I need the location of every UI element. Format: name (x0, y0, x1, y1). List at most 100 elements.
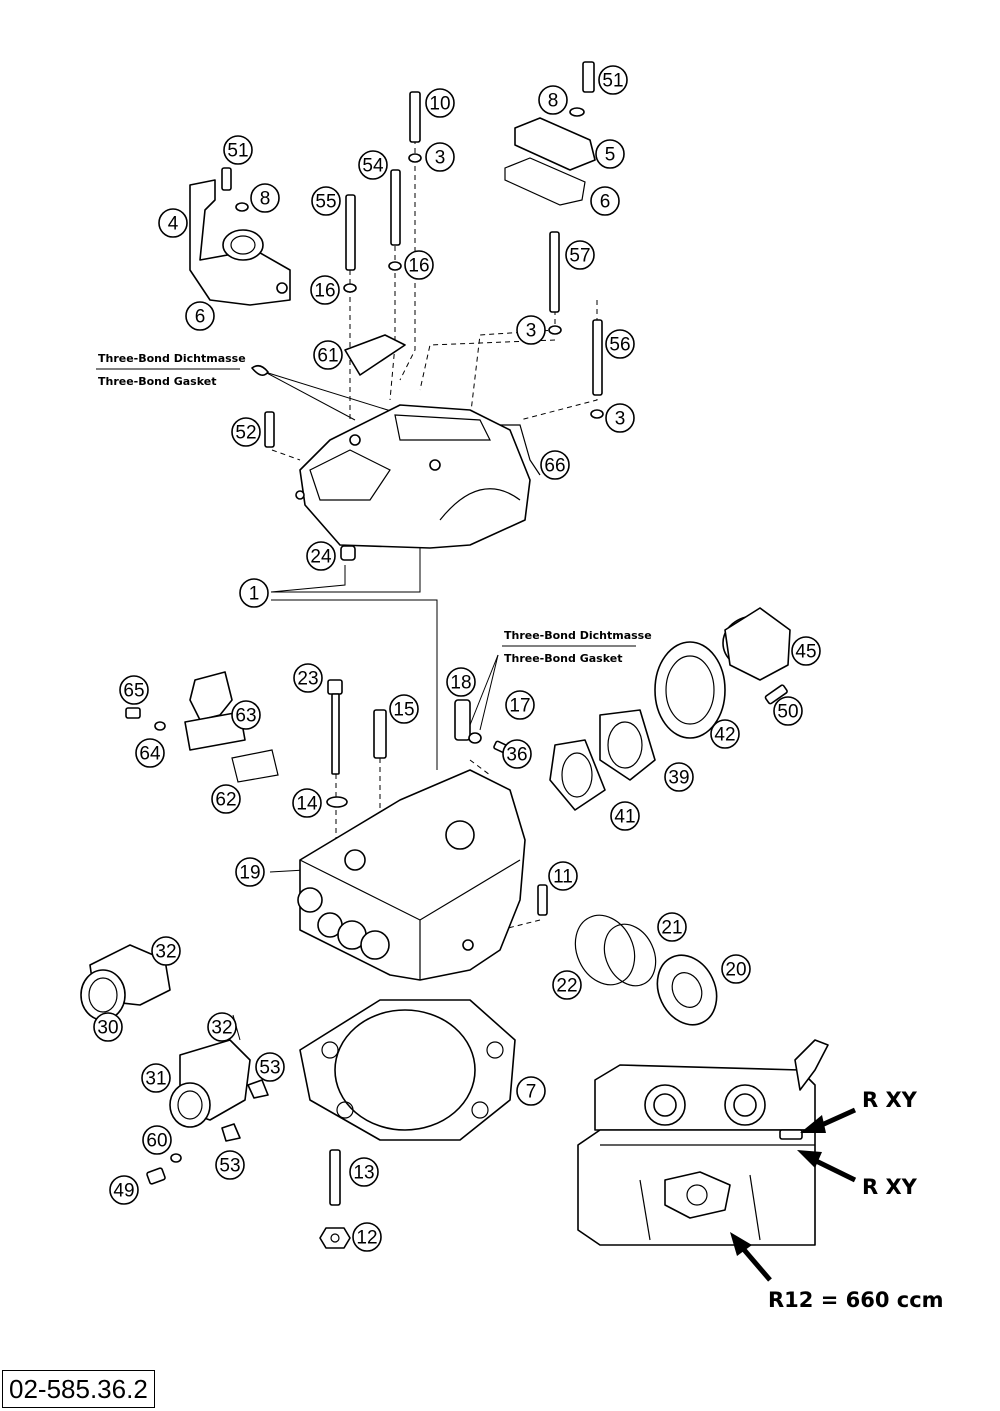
callout-number: 8 (548, 91, 559, 112)
callout-16: 16 (310, 275, 340, 305)
bolt-11 (537, 884, 548, 916)
variant-label-3: R12 = 660 ccm (768, 1288, 944, 1312)
callout-24: 24 (306, 541, 336, 571)
callout-number: 60 (146, 1131, 167, 1152)
callout-number: 36 (506, 745, 527, 766)
callout-45: 45 (791, 636, 821, 666)
callout-15: 15 (389, 694, 419, 724)
callout-number: 8 (260, 189, 271, 210)
callout-circle (540, 450, 570, 480)
callout-number: 64 (139, 744, 161, 765)
callout-53: 53 (215, 1150, 245, 1180)
callout-number: 18 (450, 673, 471, 694)
callout-3: 3 (516, 315, 546, 345)
callout-circle (425, 142, 455, 172)
cylinder-head-bolts (264, 91, 604, 448)
breather-pipe-66 (500, 424, 541, 476)
callout-41: 41 (610, 801, 640, 831)
callout-number: 53 (219, 1156, 240, 1177)
callout-number: 30 (97, 1018, 118, 1039)
callout-circle (239, 578, 269, 608)
head-gasket (299, 999, 516, 1141)
callout-circle (552, 970, 582, 1000)
callout-circle (310, 275, 340, 305)
callout-circle (306, 541, 336, 571)
callout-number: 7 (526, 1082, 537, 1103)
callout-6: 6 (185, 301, 215, 331)
callout-53: 53 (255, 1052, 285, 1082)
callout-6: 6 (590, 186, 620, 216)
cover-plate-61 (344, 334, 406, 376)
callout-5: 5 (595, 139, 625, 169)
callout-49: 49 (109, 1175, 139, 1205)
callout-number: 15 (393, 700, 414, 721)
callout-8: 8 (538, 85, 568, 115)
callout-number: 53 (259, 1058, 280, 1079)
callout-circle (151, 936, 181, 966)
callout-number: 56 (609, 335, 630, 356)
callout-circle (710, 719, 740, 749)
callout-39: 39 (664, 762, 694, 792)
callout-circle (142, 1125, 172, 1155)
sealant-note-mid-de: Three-Bond Dichtmasse (504, 629, 652, 642)
callout-number: 5 (605, 145, 616, 166)
cylinder-head-variant-detail (577, 1039, 829, 1246)
callout-circle (311, 186, 341, 216)
callout-circle (119, 675, 149, 705)
callout-55: 55 (311, 186, 341, 216)
callout-circle (223, 135, 253, 165)
callout-11: 11 (548, 861, 578, 891)
callout-number: 51 (227, 141, 248, 162)
callout-number: 4 (168, 214, 179, 235)
callout-circle (404, 250, 434, 280)
callout-number: 57 (569, 246, 590, 267)
callout-number: 6 (195, 307, 206, 328)
part-callouts: 5181035185645455161665735661352662414565… (93, 65, 821, 1252)
callout-32: 32 (207, 1012, 237, 1042)
callout-circle (598, 65, 628, 95)
callout-31: 31 (141, 1063, 171, 1093)
callout-circle (255, 1052, 285, 1082)
stud-and-nut (319, 1149, 351, 1249)
callout-50: 50 (773, 696, 803, 726)
callout-number: 6 (600, 192, 611, 213)
callout-circle (538, 85, 568, 115)
callout-12: 12 (352, 1222, 382, 1252)
callout-54: 54 (358, 150, 388, 180)
callout-51: 51 (223, 135, 253, 165)
callout-16: 16 (404, 250, 434, 280)
exhaust-flanges (80, 944, 269, 1185)
callout-number: 16 (408, 256, 429, 277)
callout-22: 22 (552, 970, 582, 1000)
callout-number: 24 (310, 547, 332, 568)
callout-4: 4 (158, 208, 188, 238)
callout-circle (185, 301, 215, 331)
drawing-code: 02-585.36.2 (2, 1370, 155, 1408)
callout-13: 13 (349, 1157, 379, 1187)
callout-3: 3 (605, 403, 635, 433)
screw-51-left (221, 167, 249, 212)
callout-36: 36 (502, 739, 532, 769)
callout-number: 39 (668, 768, 689, 789)
callout-circle (791, 636, 821, 666)
callout-circle (292, 788, 322, 818)
callout-circle (358, 150, 388, 180)
callout-7: 7 (516, 1076, 546, 1106)
callout-number: 54 (362, 156, 384, 177)
sealant-note-mid-en: Three-Bond Gasket (504, 652, 622, 665)
callout-circle (215, 1150, 245, 1180)
callout-number: 12 (356, 1228, 377, 1249)
callout-circle (590, 186, 620, 216)
callout-circle (721, 954, 751, 984)
callout-66: 66 (540, 450, 570, 480)
callout-62: 62 (211, 784, 241, 814)
callout-number: 13 (353, 1163, 374, 1184)
callout-number: 41 (614, 807, 635, 828)
camshaft-housing (295, 404, 531, 549)
callout-number: 61 (317, 346, 338, 367)
callout-8: 8 (250, 183, 280, 213)
callout-number: 65 (123, 681, 144, 702)
callout-circle (446, 667, 476, 697)
callout-circle (605, 329, 635, 359)
callout-circle (505, 690, 535, 720)
